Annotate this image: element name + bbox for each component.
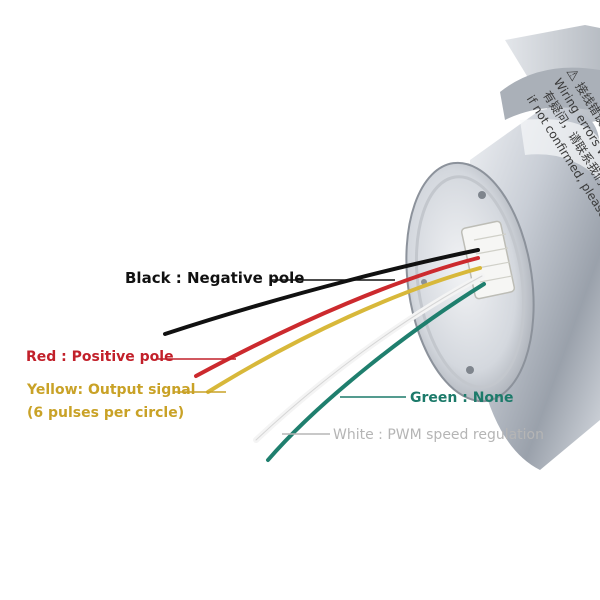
white-wire-label: White : PWM speed regulation bbox=[333, 427, 544, 443]
white-wire-outline bbox=[255, 275, 483, 441]
green-wire bbox=[266, 282, 486, 462]
wires bbox=[163, 248, 486, 462]
gearbox-top bbox=[500, 25, 600, 130]
red-wire-label: Red : Positive pole bbox=[26, 349, 174, 365]
green-wire-label: Green : None bbox=[410, 390, 514, 406]
yellow-wire-label: Yellow: Output signal bbox=[27, 382, 196, 398]
black-wire-label: Black : Negative pole bbox=[125, 269, 305, 287]
red-wire bbox=[194, 256, 480, 378]
yellow-wire bbox=[206, 266, 482, 394]
screw-top bbox=[478, 191, 486, 199]
leader-lines bbox=[158, 279, 406, 435]
screw-bottom bbox=[466, 366, 474, 374]
yellow-wire-note: (6 pulses per circle) bbox=[27, 405, 185, 421]
